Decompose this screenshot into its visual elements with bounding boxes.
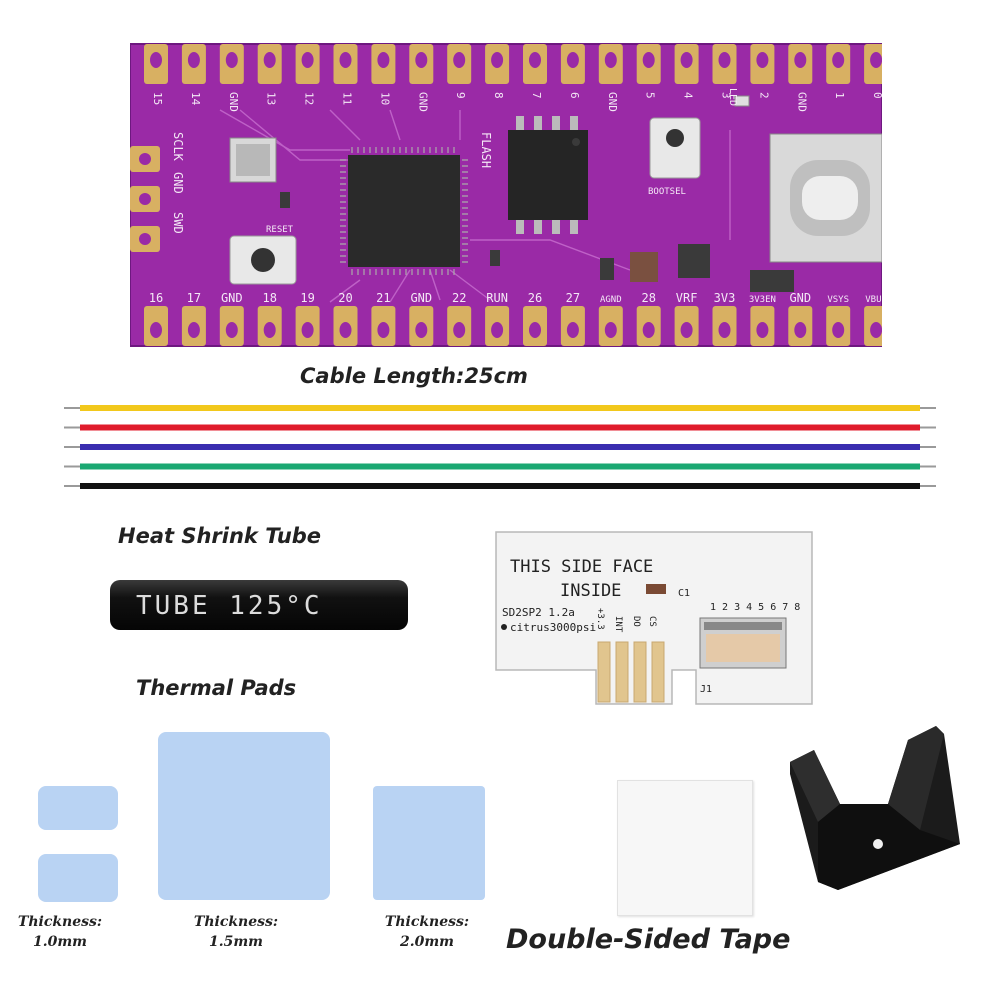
bottom-pin-label: 18 bbox=[262, 291, 276, 305]
thermal-pad-1mm-a bbox=[38, 786, 118, 830]
j1-label: J1 bbox=[700, 684, 712, 695]
swd-label: GND bbox=[171, 172, 185, 194]
cable-set bbox=[60, 398, 940, 496]
caption-line: Thickness: bbox=[193, 914, 279, 930]
black-stand bbox=[780, 722, 964, 894]
top-pin-label: 0 bbox=[871, 92, 882, 99]
adapter-line1: THIS SIDE FACE bbox=[510, 557, 653, 577]
bottom-pin-label: 19 bbox=[300, 291, 314, 305]
bottom-pin-label: GND bbox=[221, 291, 243, 305]
thickness-caption-2: Thickness: 1.5mm bbox=[176, 912, 296, 952]
caption-line: Thickness: bbox=[17, 914, 103, 930]
caption-value: 1.0mm bbox=[33, 934, 87, 950]
caption-value: 1.5mm bbox=[209, 934, 263, 950]
black-stand-svg bbox=[790, 726, 960, 890]
bottom-pin-label: 3V3 bbox=[714, 291, 736, 305]
bottom-pin-label: RUN bbox=[486, 291, 508, 305]
adapter-numbers: 1 2 3 4 5 6 7 8 bbox=[710, 602, 800, 613]
top-pin-label: 4 bbox=[682, 92, 695, 99]
bottom-pin-label: 20 bbox=[338, 291, 352, 305]
top-pin-label: 10 bbox=[378, 92, 391, 105]
adapter-svg: THIS SIDE FACE INSIDE C1 SD2SP2 1.2a cit… bbox=[495, 531, 813, 705]
top-pin-label: 3 bbox=[720, 92, 733, 99]
top-pin-label: GND bbox=[416, 92, 429, 112]
top-pin-label: GND bbox=[606, 92, 619, 112]
thermal-pad-1mm-b bbox=[38, 854, 118, 902]
caption-value: 2.0mm bbox=[400, 934, 454, 950]
heat-shrink-svg: TUBE 125°C bbox=[110, 580, 408, 630]
adapter-contacts bbox=[597, 641, 665, 703]
reset-label: RESET bbox=[266, 225, 294, 235]
bottom-pin-label: GND bbox=[410, 291, 432, 305]
double-sided-tape-title: Double-Sided Tape bbox=[506, 924, 791, 955]
bottom-pin-label: VSYS bbox=[827, 295, 849, 305]
top-pin-label: 2 bbox=[757, 92, 770, 99]
pin-label-33: +3.3 bbox=[595, 608, 605, 630]
bootsel-label: BOOTSEL bbox=[648, 187, 686, 197]
heat-shrink-title: Heat Shrink Tube bbox=[118, 524, 322, 548]
bootsel-button[interactable] bbox=[649, 117, 701, 179]
top-pin-label: GND bbox=[795, 92, 808, 112]
top-pin-label: 5 bbox=[644, 92, 657, 99]
swd-label: SCLK bbox=[171, 132, 185, 162]
bottom-pin-label: GND bbox=[789, 291, 811, 305]
bottom-pin-label: VBUS bbox=[865, 295, 882, 305]
pin-label-do: DO bbox=[631, 616, 641, 627]
top-pin-label: 11 bbox=[341, 92, 354, 105]
top-pin-label: GND bbox=[227, 92, 240, 112]
sd2sp2-adapter: THIS SIDE FACE INSIDE C1 SD2SP2 1.2a cit… bbox=[494, 530, 814, 706]
top-pin-label: 6 bbox=[568, 92, 581, 99]
cable-length-title: Cable Length:25cm bbox=[300, 364, 528, 388]
bottom-pin-label: 27 bbox=[566, 291, 580, 305]
flash-label: FLASH bbox=[479, 132, 493, 168]
top-pin-label: 9 bbox=[454, 92, 467, 99]
pin-label-int: INT bbox=[613, 616, 623, 633]
bottom-pin-label: AGND bbox=[600, 295, 622, 305]
adapter-maker: citrus3000psi bbox=[510, 621, 596, 634]
thermal-pads-title: Thermal Pads bbox=[136, 676, 297, 700]
top-pin-label: 1 bbox=[833, 92, 846, 99]
tube-print: TUBE 125°C bbox=[136, 591, 323, 621]
top-pin-label: 13 bbox=[265, 92, 278, 105]
adapter-model: SD2SP2 1.2a bbox=[502, 606, 575, 619]
bottom-pin-label: 22 bbox=[452, 291, 466, 305]
rp2040-chip bbox=[348, 155, 460, 267]
bottom-pin-label: 16 bbox=[149, 291, 163, 305]
bottom-pin-label: 26 bbox=[528, 291, 542, 305]
led-label: LED bbox=[727, 88, 738, 106]
c1-label: C1 bbox=[678, 588, 690, 599]
top-pin-label: 7 bbox=[530, 92, 543, 99]
thickness-caption-3: Thickness: 2.0mm bbox=[367, 912, 487, 952]
top-pin-label: 14 bbox=[189, 92, 202, 106]
thermal-pad-2mm bbox=[373, 786, 485, 900]
bottom-pin-label: 21 bbox=[376, 291, 390, 305]
swd-pads bbox=[130, 146, 160, 252]
bottom-pin-label: 17 bbox=[187, 291, 201, 305]
thermal-pad-1-5mm bbox=[158, 732, 330, 900]
top-pin-label: 8 bbox=[492, 92, 505, 99]
bottom-pin-label: VRF bbox=[676, 291, 698, 305]
pin-label-cs: CS bbox=[647, 616, 657, 627]
thickness-caption-1: Thickness: 1.0mm bbox=[0, 912, 120, 952]
swd-label: SWD bbox=[171, 212, 185, 234]
caption-line: Thickness: bbox=[384, 914, 470, 930]
adapter-line2: INSIDE bbox=[560, 581, 621, 601]
top-pin-label: 12 bbox=[303, 92, 316, 105]
double-sided-tape bbox=[617, 780, 753, 916]
cable-set-svg bbox=[64, 405, 936, 489]
bottom-pin-label: 3V3EN bbox=[749, 295, 776, 305]
bottom-pin-label: 28 bbox=[641, 291, 655, 305]
top-pin-label: 15 bbox=[151, 92, 164, 105]
heat-shrink-tube: TUBE 125°C bbox=[110, 578, 408, 632]
